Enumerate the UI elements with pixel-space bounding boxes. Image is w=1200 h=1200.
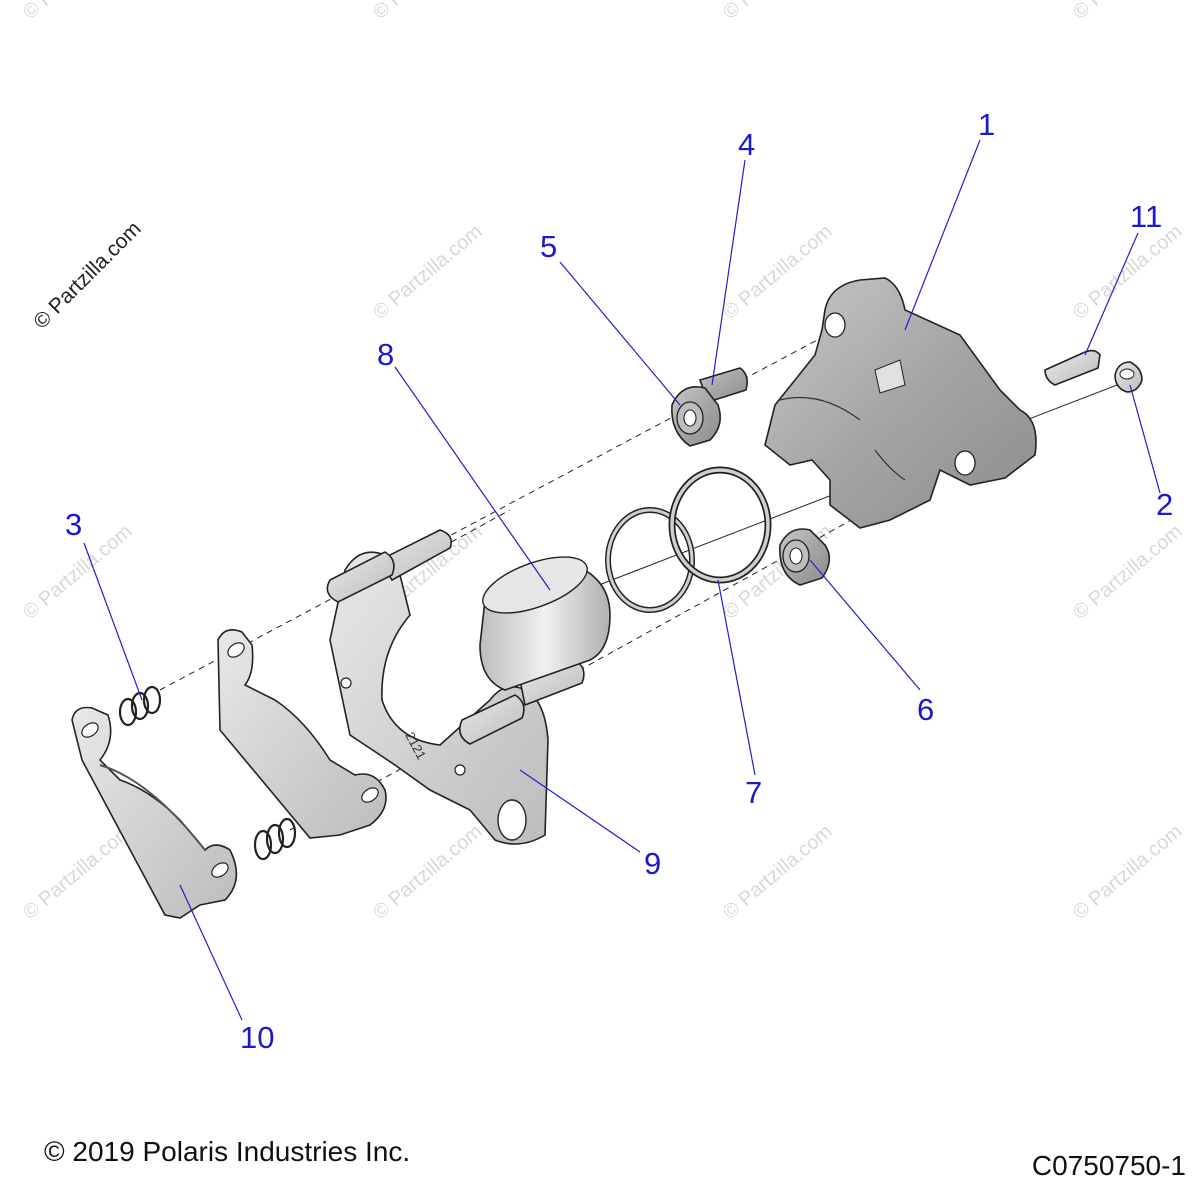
callout-2: 2 [1156, 487, 1173, 522]
callout-11: 11 [1130, 199, 1162, 234]
callout-7: 7 [745, 775, 762, 810]
boot-lower [779, 528, 831, 586]
watermark-tile: © Partzilla.com [369, 0, 486, 24]
copyright-notice: © 2019 Polaris Industries Inc. [44, 1136, 411, 1167]
watermark-tile: © Partzilla.com [1069, 820, 1186, 923]
watermark-tile: © Partzilla.com [719, 0, 836, 24]
watermark-tile: © Partzilla.com [1069, 0, 1186, 24]
boot-upper [671, 386, 721, 447]
watermark-tile: © Partzilla.com [19, 820, 136, 923]
partzilla-watermark: © Partzilla.com [29, 217, 145, 333]
bleeder-cap [1114, 361, 1143, 393]
spring-upper [118, 685, 162, 727]
callout-1: 1 [978, 107, 995, 142]
watermark-tile: © Partzilla.com [1069, 220, 1186, 323]
callout-6: 6 [917, 692, 934, 727]
watermark-tile: © Partzilla.com [719, 820, 836, 923]
drawing-number: C0750750-1 [1031, 1150, 1186, 1181]
callout-10: 10 [240, 1020, 274, 1055]
watermark-tile: © Partzilla.com [369, 220, 486, 323]
spring-lower [253, 817, 297, 861]
brake-pad-outer [71, 706, 238, 919]
seal-inner [605, 507, 695, 613]
brake-pad-inner [217, 629, 387, 839]
bleeder-screw [1044, 349, 1101, 386]
watermark-tile: © Partzilla.com [719, 220, 836, 323]
mounting-bracket: 2121 [326, 529, 585, 845]
callouts: 1 2 3 4 5 6 7 8 9 10 11 [65, 107, 1173, 1055]
caliper-housing [764, 277, 1037, 529]
leader-lines [83, 139, 1161, 1021]
callout-3: 3 [65, 507, 82, 542]
callout-9: 9 [644, 846, 661, 881]
piston [479, 556, 611, 691]
watermark-tile: © Partzilla.com [369, 820, 486, 923]
callout-4: 4 [738, 127, 755, 162]
slide-pin [698, 367, 748, 403]
seal-outer [668, 466, 772, 584]
callout-8: 8 [377, 337, 394, 372]
watermark-tile: © Partzilla.com [1069, 520, 1186, 623]
callout-5: 5 [540, 229, 557, 264]
watermark-tile: © Partzilla.com [19, 0, 136, 24]
